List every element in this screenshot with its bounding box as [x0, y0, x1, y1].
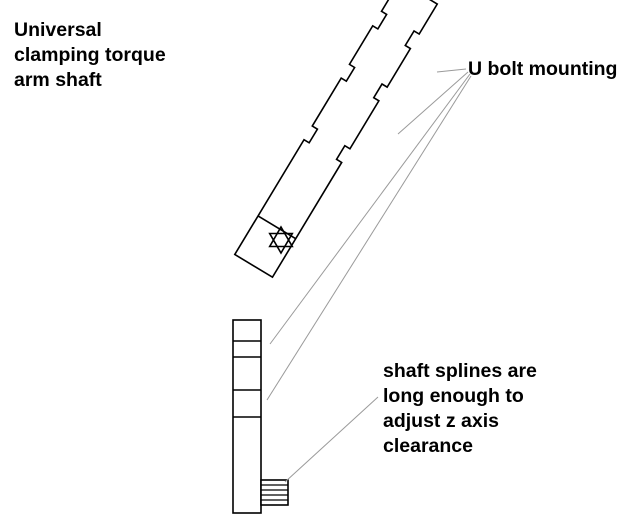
torque-arm [233, 0, 439, 279]
splines-note-line: clearance [383, 435, 473, 457]
splines-note-line: adjust z axis [383, 410, 499, 432]
u-bolt-leader-1 [436, 68, 467, 73]
splines-note-line: long enough to [383, 385, 524, 407]
u-bolt-leader-2 [397, 71, 469, 135]
title-line: clamping torque [14, 44, 166, 66]
u-bolt-leader-4 [266, 75, 472, 401]
shaft-splines [260, 479, 289, 506]
leader-lines [266, 68, 472, 483]
star-icon [268, 225, 294, 255]
shaft [232, 319, 262, 514]
title-line: Universal [14, 19, 102, 41]
diagram-title: Universal clamping torque arm shaft [14, 18, 166, 93]
torque-arm-outline [233, 0, 439, 279]
u-bolt-leader-3 [269, 73, 471, 345]
splines-note-line: shaft splines are [383, 360, 537, 382]
splines-leader [284, 396, 379, 483]
splines-note: shaft splines are long enough to adjust … [383, 359, 537, 459]
title-line: arm shaft [14, 69, 102, 91]
torque-arm-divider [257, 215, 297, 240]
u-bolt-label: U bolt mounting [468, 58, 618, 80]
